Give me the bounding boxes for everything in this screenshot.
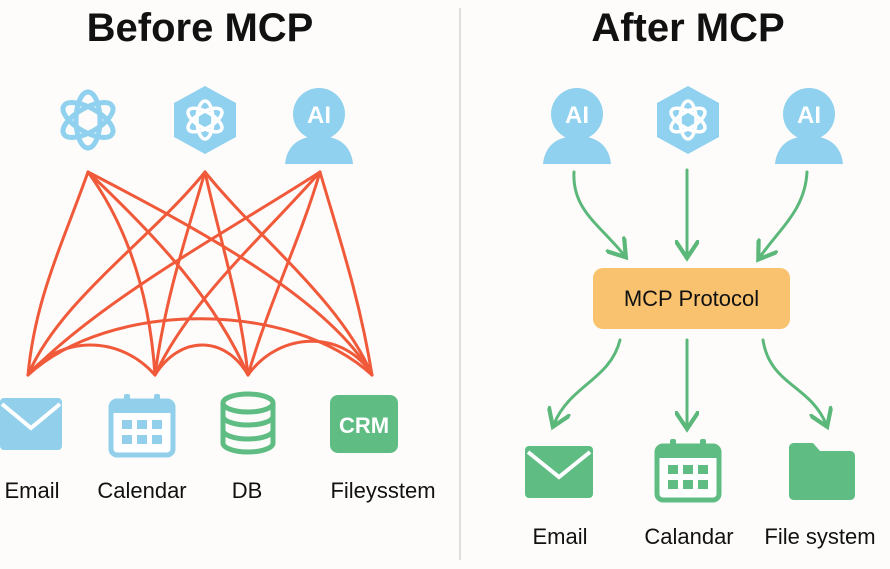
- tool-label-email: Email: [4, 478, 60, 503]
- calendar-icon: [108, 393, 176, 458]
- tangled-connections: [26, 170, 374, 377]
- connection-line: [86, 170, 374, 377]
- connection-line: [26, 170, 322, 377]
- tool-label-calendar: Calendar: [97, 478, 187, 503]
- folder-icon: [789, 442, 855, 500]
- ai-text: AI: [797, 102, 821, 129]
- ai-person-icon: AI: [283, 84, 355, 164]
- openai-hex-logo-icon: [170, 84, 240, 156]
- ai-text: AI: [565, 102, 589, 129]
- crm-icon: CRM: [330, 395, 398, 453]
- panel-divider: [459, 8, 461, 560]
- model-to-hub-arrow: [760, 170, 809, 257]
- connection-line: [86, 170, 157, 377]
- crm-text: CRM: [339, 413, 389, 438]
- connection-line: [246, 170, 322, 377]
- connection-line: [153, 343, 250, 377]
- database-icon: [219, 391, 277, 455]
- connection-line: [203, 170, 374, 377]
- mcp-protocol-box: MCP Protocol: [593, 268, 790, 329]
- after-mcp-title: After MCP: [591, 6, 785, 50]
- model-to-hub-arrow: [572, 170, 624, 255]
- ai-person-icon: AI: [773, 84, 845, 164]
- connection-line: [246, 339, 374, 377]
- hub-to-tool-arrow: [554, 338, 622, 424]
- tool-label-db: DB: [231, 478, 263, 503]
- connection-line: [26, 170, 90, 377]
- ai-text: AI: [307, 102, 331, 129]
- connection-line: [26, 343, 157, 377]
- connection-line: [26, 317, 374, 377]
- before-mcp-title: Before MCP: [86, 6, 314, 50]
- connection-line: [26, 170, 207, 377]
- hub-to-tool-arrow: [761, 338, 826, 424]
- connection-line: [153, 170, 322, 377]
- connection-line: [153, 170, 207, 377]
- tool-label-calendar: Calandar: [644, 524, 734, 549]
- email-icon: [0, 396, 62, 452]
- openai-hex-logo-icon: [653, 84, 723, 156]
- tool-label-filesystem: Fileysstem: [330, 478, 436, 503]
- mcp-arrows: [460, 168, 890, 440]
- connection-line: [318, 170, 374, 377]
- tool-label-email: Email: [532, 524, 588, 549]
- connection-line: [86, 170, 250, 377]
- tool-label-filesystem: File system: [764, 524, 876, 549]
- calendar-icon: [654, 438, 722, 503]
- openai-logo-icon: [52, 84, 124, 156]
- email-icon: [525, 444, 593, 500]
- ai-person-icon: AI: [541, 84, 613, 164]
